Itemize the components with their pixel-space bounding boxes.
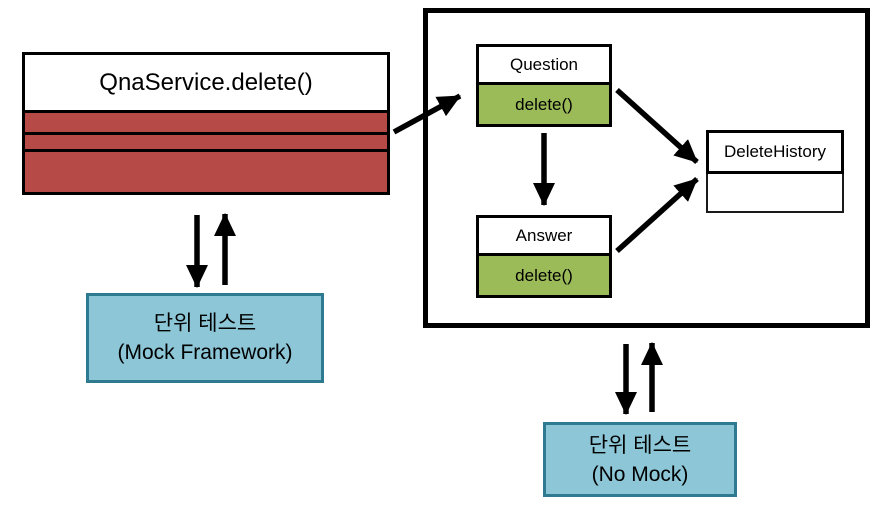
delete-history-class-box: DeleteHistory — [706, 130, 844, 213]
mock-unit-test-line2: (Mock Framework) — [117, 341, 293, 364]
qna-service-stripe-2 — [25, 135, 387, 152]
question-delete-method: delete() — [479, 85, 609, 124]
mock-unit-test-box: 단위 테스트 (Mock Framework) — [86, 293, 324, 383]
delete-history-empty-section — [706, 174, 844, 213]
question-class-box: Question delete() — [476, 44, 612, 127]
qna-service-box: QnaService.delete() — [22, 52, 390, 195]
no-mock-unit-test-line2: (No Mock) — [591, 462, 689, 486]
delete-history-title: DeleteHistory — [706, 130, 844, 174]
answer-class-title: Answer — [479, 218, 609, 256]
qna-service-stripe-1 — [25, 113, 387, 135]
qna-service-stripe-3 — [25, 152, 387, 192]
no-mock-unit-test-line1: 단위 테스트 — [588, 433, 692, 457]
question-class-title: Question — [479, 47, 609, 85]
answer-class-box: Answer delete() — [476, 215, 612, 298]
mock-unit-test-line1: 단위 테스트 — [153, 312, 257, 335]
answer-delete-method: delete() — [479, 256, 609, 295]
qna-service-title: QnaService.delete() — [25, 55, 387, 113]
no-mock-unit-test-box: 단위 테스트 (No Mock) — [543, 422, 737, 497]
